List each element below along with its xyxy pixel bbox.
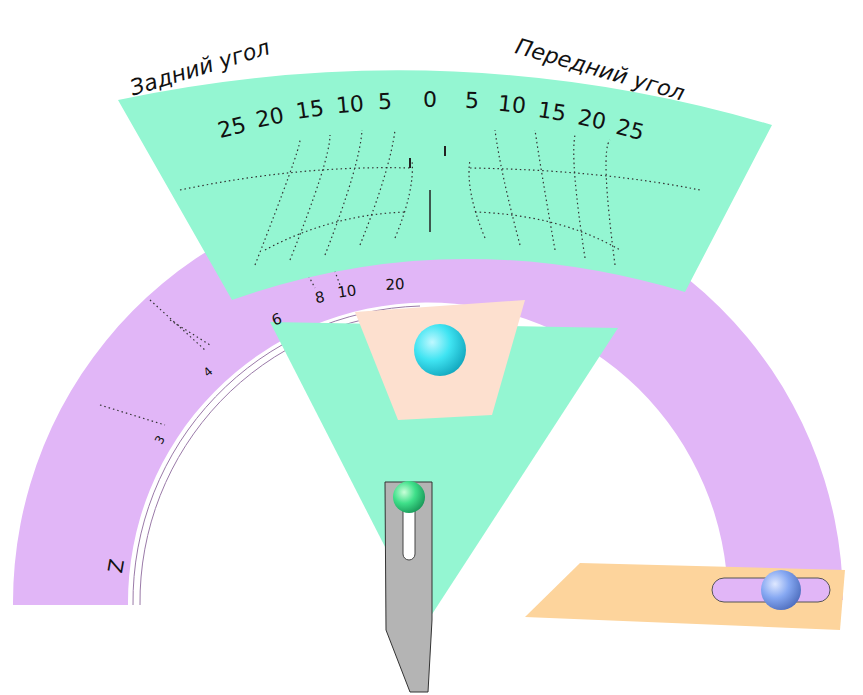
angle-number: 5 [465, 90, 480, 112]
blade-knob [393, 481, 425, 513]
angle-number: 5 [378, 91, 393, 113]
angle-number: 20 [254, 105, 286, 132]
measuring-blade [385, 482, 432, 692]
scale-number: 10 [337, 283, 358, 301]
sector-ticks [180, 130, 700, 265]
angle-number: 0 [423, 89, 437, 111]
hub-plate [355, 300, 525, 420]
pointer-body [270, 322, 618, 625]
pivot-knob [414, 324, 466, 376]
tick [444, 146, 446, 156]
angle-number: 10 [335, 93, 365, 117]
scale-number: 20 [385, 277, 405, 293]
angle-number: 15 [536, 99, 567, 125]
angle-number: 10 [497, 93, 527, 118]
tick [409, 158, 411, 168]
slider-plate [525, 563, 845, 630]
lock-knob [761, 570, 801, 610]
zero-mark [429, 190, 431, 232]
angle-number: 15 [295, 97, 326, 123]
angle-number: 20 [576, 106, 608, 133]
angle-sector [118, 70, 772, 300]
